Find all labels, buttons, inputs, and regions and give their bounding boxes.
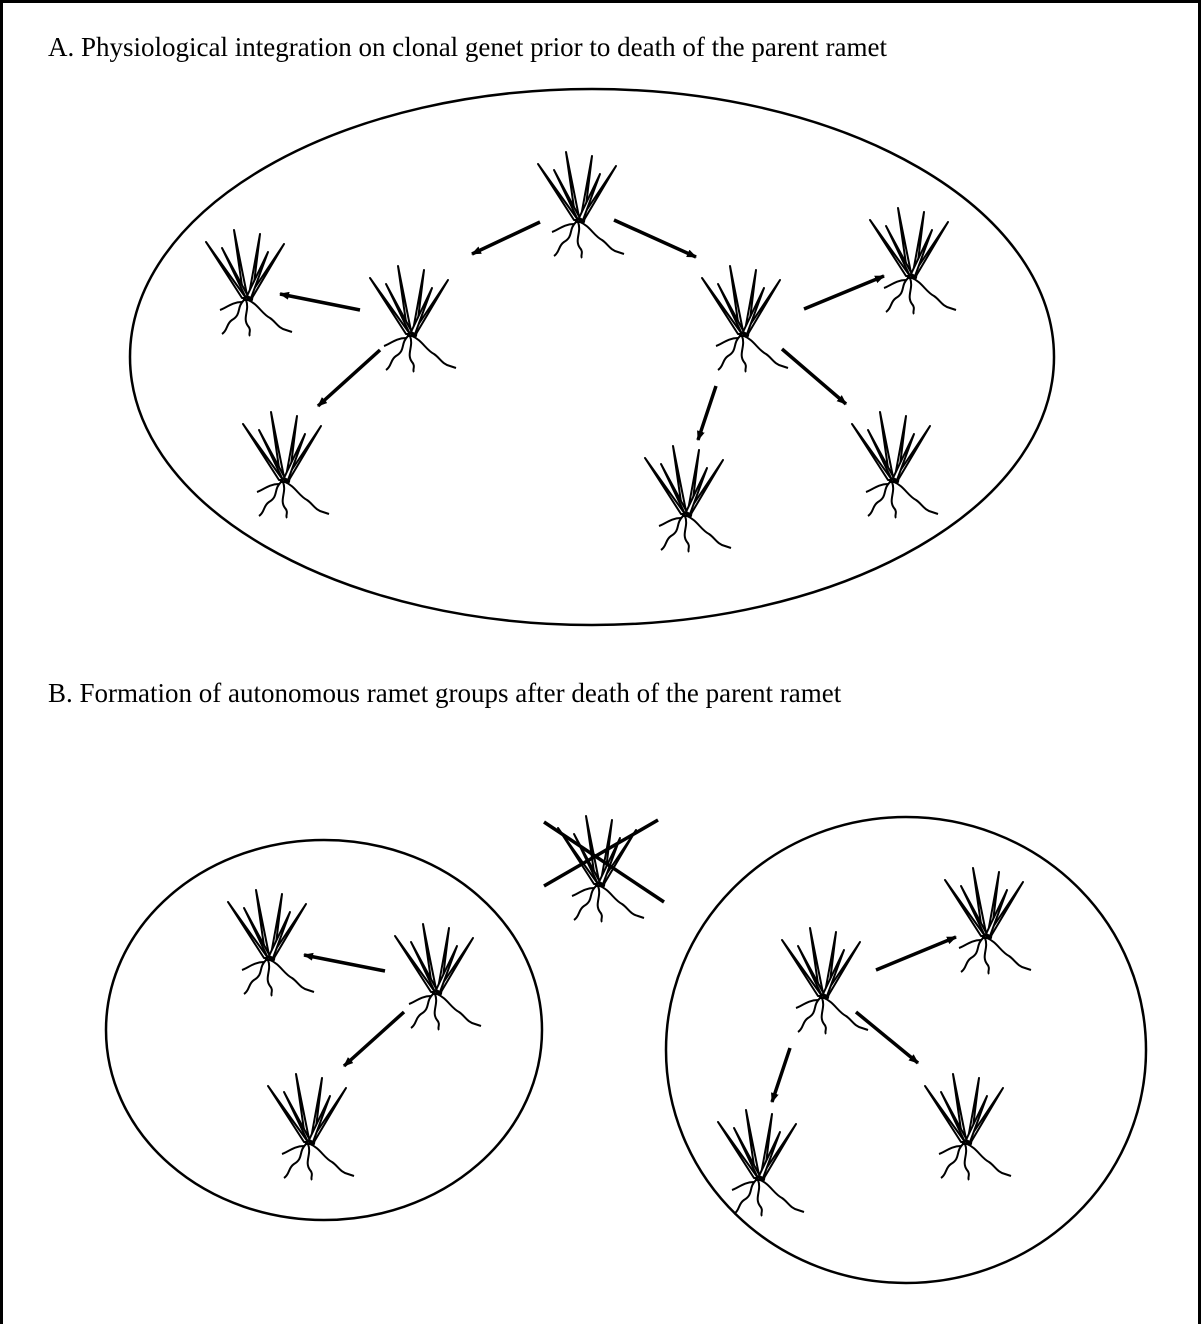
genet-ellipse — [128, 87, 1056, 627]
ramet-group-right-mid — [781, 927, 869, 1035]
ramet-group-right-top — [944, 867, 1032, 975]
ramet-group-left-mid — [394, 923, 482, 1031]
panel-a-title: A. Physiological integration on clonal g… — [48, 32, 888, 62]
arrow — [780, 347, 848, 406]
ramet-group-left-bottom — [267, 1073, 355, 1181]
parent-ramet — [537, 151, 625, 259]
ramet-left-mid — [369, 265, 457, 373]
cross-line — [543, 820, 665, 904]
arrow — [875, 935, 957, 972]
ramet-center-bottom — [644, 445, 732, 553]
ramet-right-bottom — [851, 411, 939, 519]
left-ramet-group — [104, 838, 544, 1222]
ramet-group-right-lower-left — [717, 1109, 805, 1217]
ramet-right-top — [869, 207, 957, 315]
arrow — [471, 220, 541, 256]
arrow — [613, 218, 697, 259]
ramet-right-mid — [701, 265, 789, 373]
panel-a — [128, 87, 1056, 627]
arrow — [854, 1010, 920, 1065]
ramet-left-top — [205, 229, 293, 337]
panel-b — [104, 815, 1148, 1285]
arrow — [303, 952, 386, 973]
arrow — [279, 291, 361, 312]
cross-line — [543, 818, 659, 888]
arrow — [770, 1047, 792, 1103]
right-ramet-group — [664, 815, 1148, 1285]
arrow — [696, 385, 718, 441]
ramet-group-left-top — [227, 889, 315, 997]
panel-b-title: B. Formation of autonomous ramet groups … — [48, 678, 842, 708]
arrow — [316, 348, 382, 408]
ramet-group-right-bottom — [924, 1073, 1012, 1181]
ramet-left-bottom — [242, 411, 330, 519]
arrow — [803, 274, 885, 311]
arrow — [342, 1010, 406, 1068]
